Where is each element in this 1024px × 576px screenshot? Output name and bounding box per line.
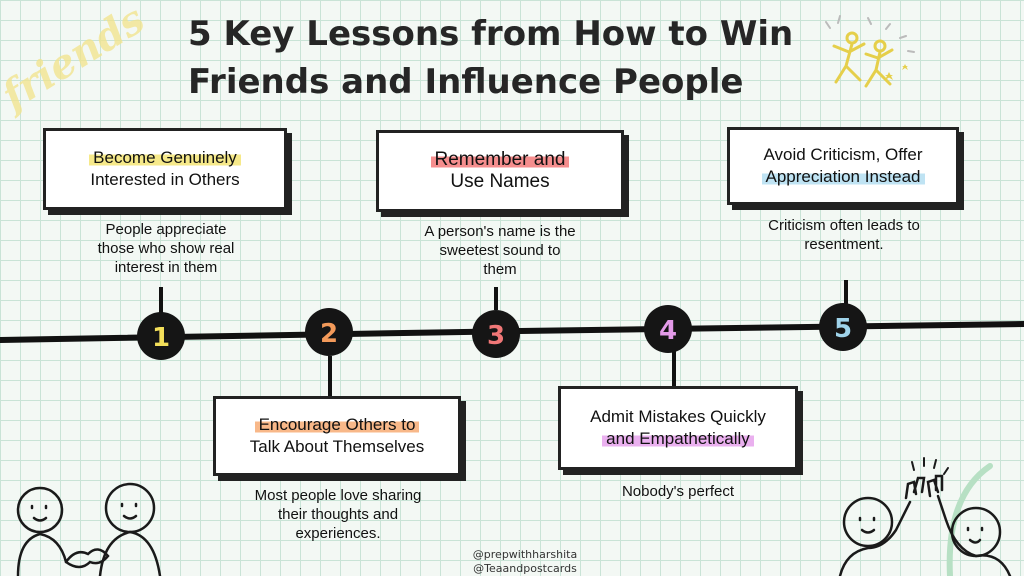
node-number-3: 3 [487,321,505,351]
card-2-line-2: Talk About Themselves [249,437,425,456]
desc-2-line-1: Most people love sharing [254,487,422,504]
credit-handle-1: @prepwithharshita [472,548,578,561]
desc-3-line-1: A person's name is the [424,223,576,240]
card-3-line-2: Use Names [450,171,550,192]
lesson-description-4: Nobody's perfect [566,482,790,501]
credit-handle-2: @Teaandpostcards [473,562,577,575]
node-number-5: 5 [834,314,852,344]
node-number-4: 4 [659,316,677,346]
page-title: 5 Key Lessons from How to Win Friends an… [188,10,828,106]
lesson-description-1: People appreciate those who show real in… [60,220,272,277]
lesson-card-5: Avoid Criticism, Offer Appreciation Inst… [727,127,959,205]
pinky-promise-illustration [16,482,162,576]
card-5-line-1: Avoid Criticism, Offer [763,145,923,164]
desc-1-line-3: interest in them [114,259,218,276]
lesson-card-1: Become Genuinely Interested in Others [43,128,287,210]
high-five-illustration [838,457,1012,576]
desc-1-line-1: People appreciate [105,221,227,238]
card-5-line-2: Appreciation Instead [761,166,925,188]
desc-3-line-3: them [483,261,517,278]
card-1-line-2: Interested in Others [90,170,240,189]
card-2-line-1: Encourage Others to [254,414,420,436]
lesson-card-3: Remember and Use Names [376,130,624,212]
desc-3-line-2: sweetest sound to [439,242,561,259]
card-1-line-1: Become Genuinely [89,147,241,169]
desc-5-line-1: Criticism often leads to [768,217,920,234]
lesson-card-4: Admit Mistakes Quickly and Empatheticall… [558,386,798,470]
desc-4-line-1: Nobody's perfect [621,483,735,500]
card-3-line-1: Remember and [430,149,570,171]
title-line-1: 5 Key Lessons from How to Win [188,14,794,54]
desc-2-line-2: their thoughts and [277,506,399,523]
timeline-node-5: 5 [819,303,867,351]
lesson-card-2: Encourage Others to Talk About Themselve… [213,396,461,476]
timeline-node-3: 3 [472,310,520,358]
timeline-node-4: 4 [644,305,692,353]
node-number-1: 1 [152,323,170,353]
lesson-description-2: Most people love sharing their thoughts … [212,486,464,543]
card-4-line-2: and Empathetically [602,428,754,450]
card-4-line-1: Admit Mistakes Quickly [590,407,766,426]
desc-5-line-2: resentment. [804,236,884,253]
node-number-2: 2 [320,319,338,349]
celebration-icon [825,15,915,88]
desc-2-line-3: experiences. [295,525,381,542]
lesson-description-5: Criticism often leads to resentment. [734,216,954,254]
timeline-node-1: 1 [137,312,185,360]
title-line-2: Friends and Influence People [188,62,744,102]
lesson-description-3: A person's name is the sweetest sound to… [388,222,612,279]
timeline-node-2: 2 [305,308,353,356]
desc-1-line-2: those who show real [97,240,235,257]
